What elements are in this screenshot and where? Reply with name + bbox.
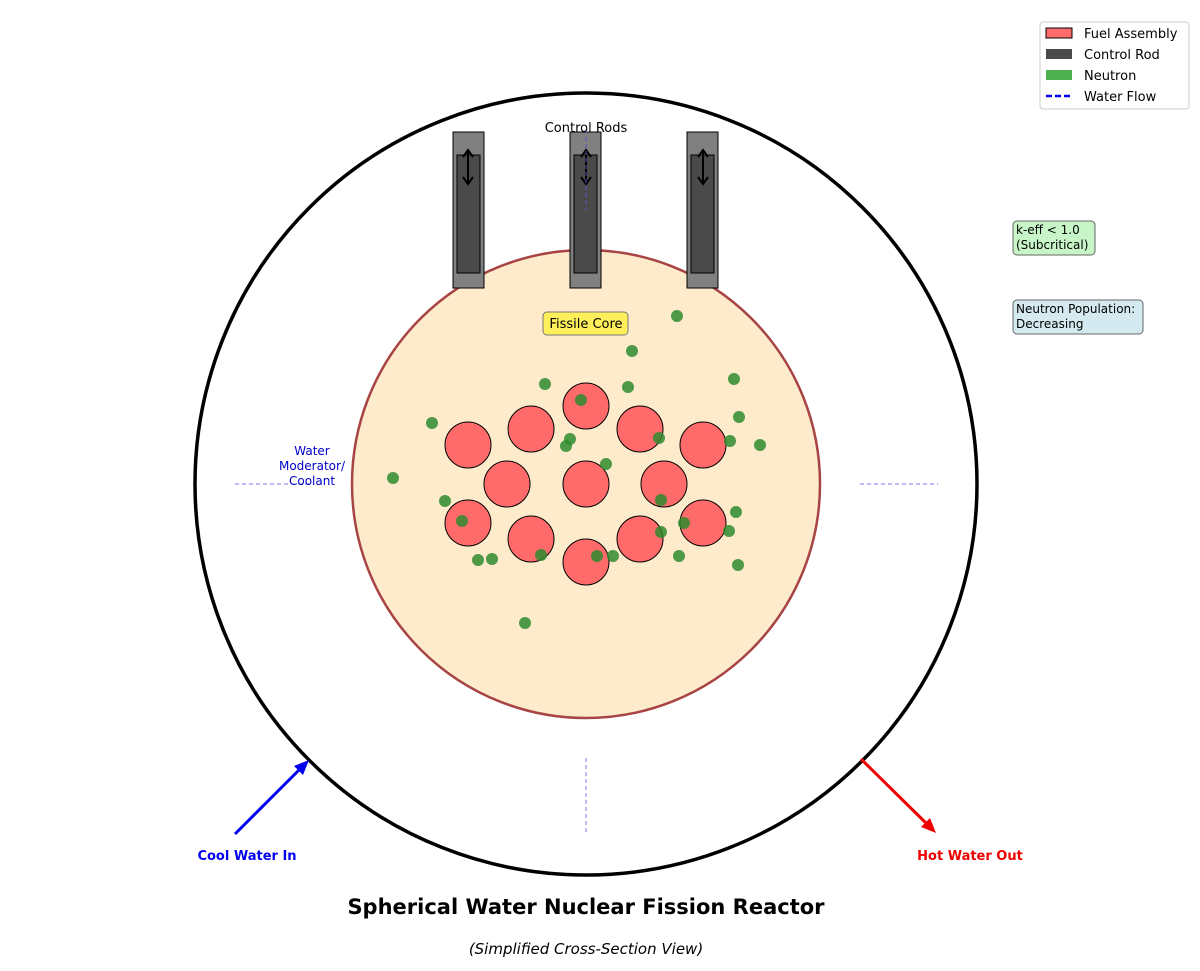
neutrons bbox=[387, 310, 766, 629]
neutron bbox=[626, 345, 638, 357]
neutron bbox=[456, 515, 468, 527]
neutron bbox=[575, 394, 587, 406]
moderator-label-line1: Water bbox=[294, 444, 330, 458]
neutron bbox=[560, 440, 572, 452]
diagram-subtitle: (Simplified Cross-Section View) bbox=[469, 940, 703, 958]
legend-swatch-fuel bbox=[1045, 27, 1073, 39]
fissile-core-label-box bbox=[542, 311, 629, 336]
neutron bbox=[724, 435, 736, 447]
diagram-title: Spherical Water Nuclear Fission Reactor bbox=[347, 895, 825, 919]
neutron bbox=[387, 472, 399, 484]
cool-water-in-arrow bbox=[233, 760, 309, 836]
fuel-assembly bbox=[562, 382, 610, 430]
neutron bbox=[535, 549, 547, 561]
moderator-label-line3: Coolant bbox=[289, 474, 335, 488]
control-rod-center bbox=[569, 130, 602, 289]
control-rod-right bbox=[686, 131, 719, 289]
neutron bbox=[472, 554, 484, 566]
legend-label-neutron: Neutron bbox=[1084, 69, 1136, 84]
neutron bbox=[607, 550, 619, 562]
neutron bbox=[754, 439, 766, 451]
neutron bbox=[426, 417, 438, 429]
fuel-assembly bbox=[562, 538, 610, 586]
keff-box bbox=[1012, 220, 1096, 256]
control-rods bbox=[452, 130, 719, 289]
fuel-assembly bbox=[616, 405, 664, 453]
fuel-assemblies bbox=[444, 382, 727, 586]
moderator-label: Water Moderator/ Coolant bbox=[279, 444, 346, 488]
neutron bbox=[678, 517, 690, 529]
fuel-assembly bbox=[483, 460, 531, 508]
neutron bbox=[600, 458, 612, 470]
fuel-assembly bbox=[507, 515, 555, 563]
fuel-assembly bbox=[562, 460, 610, 508]
legend-label-fuel: Fuel Assembly bbox=[1084, 27, 1178, 42]
fuel-assembly bbox=[616, 515, 664, 563]
keff-line2: (Subcritical) bbox=[1016, 238, 1088, 252]
neutron-population-box bbox=[1012, 299, 1144, 335]
legend-label-rod: Control Rod bbox=[1084, 48, 1160, 63]
neutron bbox=[519, 617, 531, 629]
keff-line1: k-eff < 1.0 bbox=[1016, 223, 1080, 237]
legend-label-flow: Water Flow bbox=[1084, 90, 1157, 105]
neutron bbox=[439, 495, 451, 507]
control-rods-label: Control Rods bbox=[545, 121, 628, 136]
neutron bbox=[733, 411, 745, 423]
legend: Fuel Assembly Control Rod Neutron Water … bbox=[1039, 21, 1190, 110]
control-rod-left bbox=[452, 131, 485, 289]
hot-water-out-arrow bbox=[859, 757, 936, 833]
hot-water-out-label: Hot Water Out bbox=[917, 849, 1023, 864]
reactor-vessel bbox=[193, 91, 979, 877]
legend-swatch-rod bbox=[1046, 49, 1072, 59]
fuel-assembly bbox=[507, 405, 555, 453]
neutron bbox=[539, 378, 551, 390]
fuel-assembly bbox=[679, 421, 727, 469]
fuel-assembly bbox=[444, 421, 492, 469]
neutron bbox=[671, 310, 683, 322]
neutron bbox=[730, 506, 742, 518]
legend-swatch-neutron bbox=[1046, 70, 1072, 80]
legend-frame bbox=[1039, 21, 1190, 110]
neutron bbox=[486, 553, 498, 565]
neutron bbox=[591, 550, 603, 562]
moderator-label-line2: Moderator/ bbox=[279, 459, 346, 473]
neutron bbox=[653, 432, 665, 444]
neutron bbox=[732, 559, 744, 571]
neutron bbox=[655, 494, 667, 506]
neutron bbox=[622, 381, 634, 393]
neutron bbox=[728, 373, 740, 385]
fuel-assembly bbox=[444, 499, 492, 547]
fissile-core-label: Fissile Core bbox=[549, 317, 622, 332]
neutron bbox=[723, 525, 735, 537]
fuel-assembly bbox=[640, 460, 688, 508]
neutron-population-line2: Decreasing bbox=[1016, 317, 1083, 331]
neutron-population-line1: Neutron Population: bbox=[1016, 302, 1135, 316]
cool-water-in-label: Cool Water In bbox=[197, 849, 296, 864]
neutron bbox=[655, 526, 667, 538]
neutron bbox=[673, 550, 685, 562]
